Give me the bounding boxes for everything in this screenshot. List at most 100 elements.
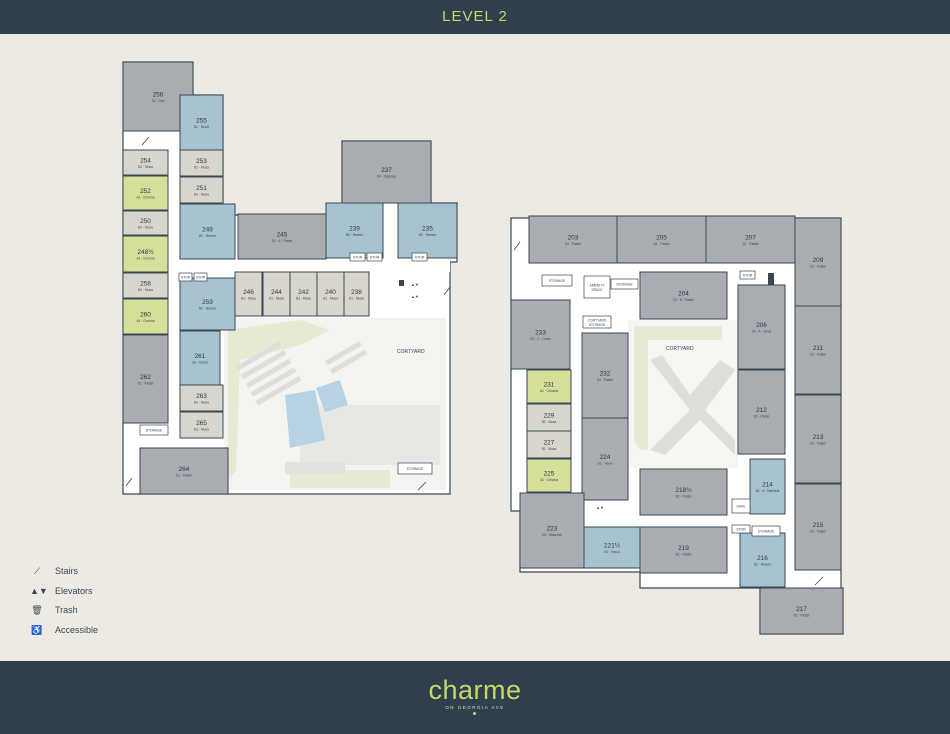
unit-244-shape[interactable] bbox=[262, 271, 291, 317]
unit-type: B1 · Musa bbox=[194, 193, 209, 197]
unit-209-shape[interactable] bbox=[794, 217, 842, 307]
unit-227-shape[interactable] bbox=[526, 430, 572, 459]
unit-217-shape[interactable] bbox=[759, 587, 844, 635]
unit-214-shape[interactable] bbox=[749, 458, 786, 515]
unit-262-shape[interactable] bbox=[122, 334, 169, 424]
unit-261-shape[interactable] bbox=[179, 330, 221, 386]
unit-213-shape[interactable] bbox=[794, 394, 842, 484]
unit-204-shape[interactable] bbox=[639, 271, 728, 320]
unit-246-shape[interactable] bbox=[234, 271, 263, 317]
unit-255-shape[interactable] bbox=[179, 94, 224, 151]
unit-221½[interactable]: 221½B1 · Noval bbox=[583, 526, 641, 569]
unit-218½-shape[interactable] bbox=[639, 468, 728, 516]
unit-206-shape[interactable] bbox=[737, 284, 786, 370]
unit-248½[interactable]: 248½A1 · Chroma bbox=[122, 235, 169, 273]
unit-212-shape[interactable] bbox=[737, 369, 786, 455]
unit-225-shape[interactable] bbox=[526, 458, 572, 493]
unit-224-shape[interactable] bbox=[581, 417, 629, 501]
unit-265-shape[interactable] bbox=[179, 411, 224, 439]
unit-249-shape[interactable] bbox=[179, 203, 236, 260]
unit-223-shape[interactable] bbox=[519, 492, 585, 569]
unit-211-shape[interactable] bbox=[794, 305, 842, 395]
unit-258-shape[interactable] bbox=[122, 272, 169, 299]
unit-254-shape[interactable] bbox=[122, 149, 169, 176]
unit-260-shape[interactable] bbox=[122, 298, 169, 335]
unit-number: 238 bbox=[351, 289, 362, 296]
unit-263-shape[interactable] bbox=[179, 384, 224, 412]
unit-235-shape[interactable] bbox=[397, 202, 458, 259]
unit-245-shape[interactable] bbox=[237, 213, 327, 260]
unit-253-shape[interactable] bbox=[179, 149, 224, 177]
unit-242-shape[interactable] bbox=[289, 271, 318, 317]
unit-216-shape[interactable] bbox=[739, 532, 786, 588]
unit-218½[interactable]: 218½D1 · Pastel bbox=[639, 468, 728, 516]
unit-205-shape[interactable] bbox=[616, 215, 707, 264]
unit-237-shape[interactable] bbox=[341, 140, 432, 204]
unit-207-shape[interactable] bbox=[705, 215, 796, 264]
unit-250-shape[interactable] bbox=[122, 210, 169, 236]
brand-dot bbox=[473, 712, 476, 715]
unit-264-shape[interactable] bbox=[139, 447, 229, 495]
unit-251-shape[interactable] bbox=[179, 176, 224, 204]
stor-room bbox=[731, 524, 751, 534]
unit-248½-shape[interactable] bbox=[122, 235, 169, 273]
unit-232-shape[interactable] bbox=[581, 332, 629, 419]
unit-239-shape[interactable] bbox=[325, 202, 384, 259]
unit-215-shape[interactable] bbox=[794, 483, 842, 571]
unit-238-shape[interactable] bbox=[343, 271, 370, 317]
unit-229-shape[interactable] bbox=[526, 403, 572, 432]
unit-231-shape[interactable] bbox=[526, 369, 572, 404]
unit-233-shape[interactable] bbox=[510, 299, 571, 370]
unit-219-shape[interactable] bbox=[639, 526, 728, 574]
unit-240-shape[interactable] bbox=[316, 271, 345, 317]
unit-221½-shape[interactable] bbox=[583, 526, 641, 569]
unit-252-shape[interactable] bbox=[122, 175, 169, 211]
